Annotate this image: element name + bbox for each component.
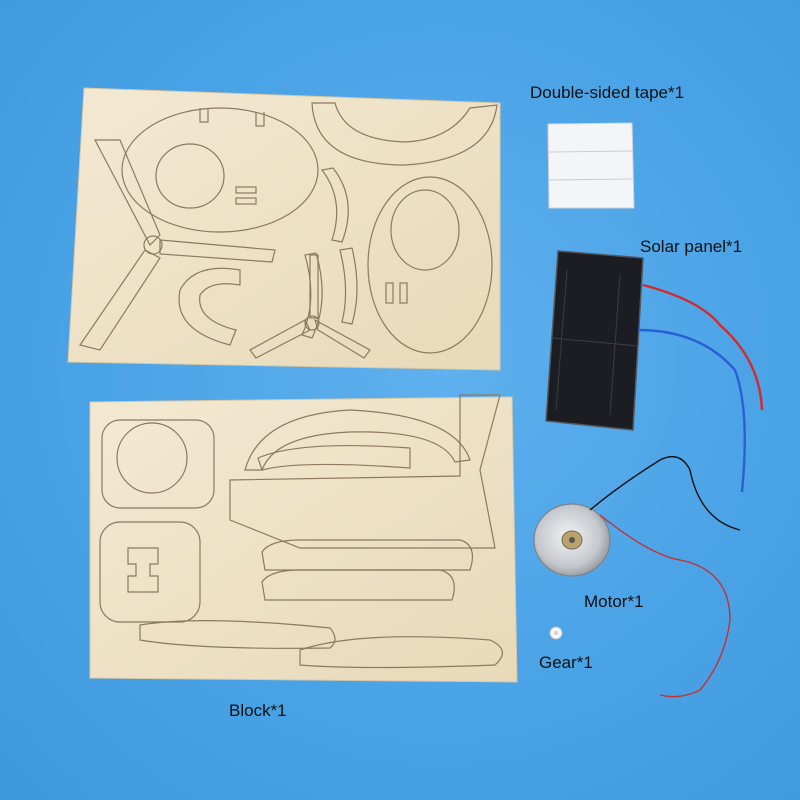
gear-label: Gear*1: [539, 653, 593, 672]
motor-red-wire: [599, 514, 731, 698]
propeller-blade-1: [94, 139, 161, 247]
solar-panel-label: Solar panel*1: [640, 237, 743, 256]
block-label: Block*1: [229, 701, 287, 720]
round-hole: [116, 422, 188, 494]
motor-mount-piece: [99, 521, 201, 623]
window-hole-2: [390, 189, 460, 271]
fuselage-piece: [229, 394, 501, 549]
rib-strip-1: [261, 539, 473, 571]
motor-label: Motor*1: [584, 592, 644, 611]
red-wire: [642, 283, 764, 411]
square-frame-piece: [101, 419, 215, 509]
tape-label: Double-sided tape*1: [530, 83, 685, 102]
gear: [549, 626, 563, 640]
rib-strip-2: [261, 569, 455, 601]
blue-wire: [637, 328, 746, 493]
arc-piece-1: [311, 102, 498, 166]
propeller-blade-3: [159, 239, 276, 263]
solar-panel: [545, 250, 764, 493]
body-piece-1: [121, 107, 319, 233]
propeller-blade-2: [79, 249, 161, 351]
body-piece-2: [367, 176, 493, 354]
arc-piece-2: [244, 409, 471, 471]
top-wood-board: [67, 87, 501, 371]
double-sided-tape: [547, 122, 635, 209]
u-piece: [178, 267, 241, 346]
black-wire: [589, 456, 741, 531]
rib-strip-3: [139, 620, 336, 649]
window-hole-1: [155, 143, 225, 209]
motor: [533, 456, 741, 698]
propeller-hub: [143, 235, 163, 255]
bottom-wood-board: [89, 394, 518, 683]
rib-strip-4: [299, 636, 503, 669]
